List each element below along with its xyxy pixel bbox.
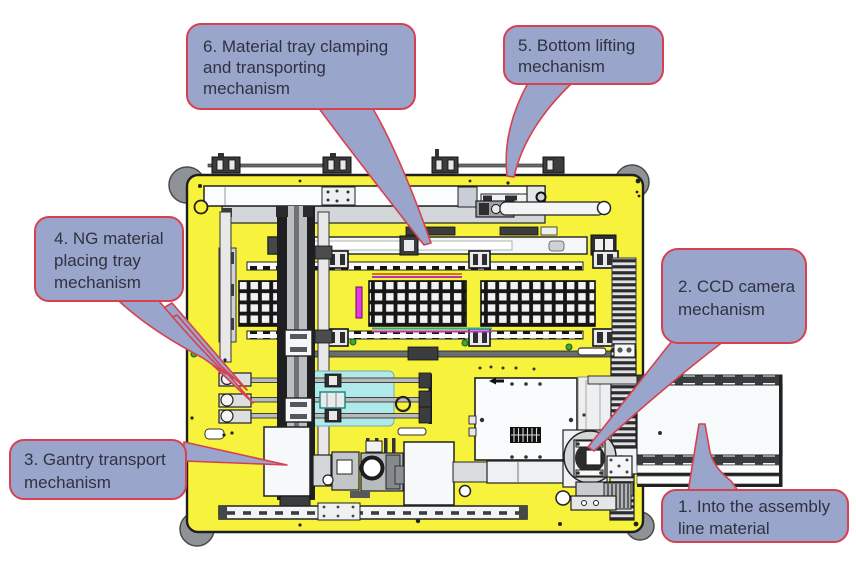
svg-text:1. Into the assembly: 1. Into the assembly (678, 497, 831, 516)
svg-text:line material: line material (678, 519, 770, 538)
svg-text:mechanism: mechanism (203, 79, 290, 98)
svg-text:mechanism: mechanism (678, 300, 765, 319)
svg-text:4. NG material: 4. NG material (54, 229, 164, 248)
svg-text:5. Bottom lifting: 5. Bottom lifting (518, 36, 635, 55)
svg-text:mechanism: mechanism (518, 57, 605, 76)
svg-text:mechanism: mechanism (54, 273, 141, 292)
svg-text:6. Material tray clamping: 6. Material tray clamping (203, 37, 388, 56)
svg-text:and transporting: and transporting (203, 58, 326, 77)
svg-text:mechanism: mechanism (24, 473, 111, 492)
svg-text:3. Gantry transport: 3. Gantry transport (24, 450, 166, 469)
svg-text:placing tray: placing tray (54, 251, 141, 270)
svg-text:2. CCD camera: 2. CCD camera (678, 277, 796, 296)
